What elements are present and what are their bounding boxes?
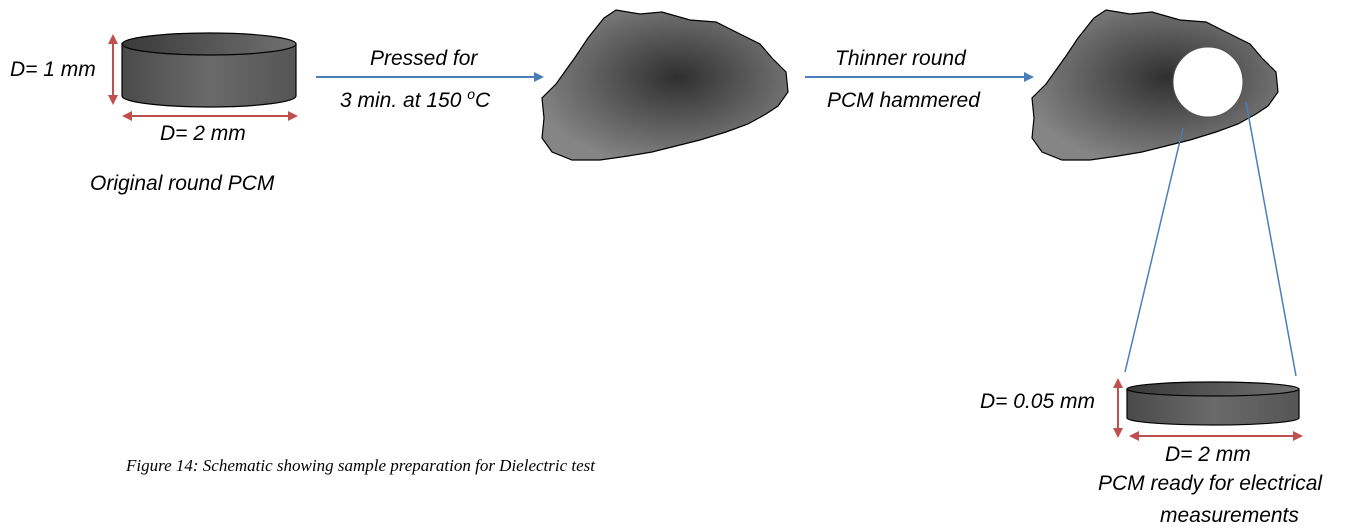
step2-label-line2: PCM hammered bbox=[827, 89, 981, 112]
pressed-pcm-blob bbox=[541, 9, 789, 161]
final-height-label: D= 0.05 mm bbox=[980, 390, 1095, 413]
original-pcm-cylinder bbox=[121, 32, 297, 108]
figure-caption: Figure 14: Schematic showing sample prep… bbox=[125, 456, 596, 475]
leader-line-left bbox=[1124, 127, 1184, 373]
punched-disc-hole bbox=[1172, 46, 1244, 118]
hammered-pcm-blob bbox=[1031, 9, 1279, 161]
final-pcm-disc bbox=[1126, 381, 1300, 426]
step2-label-line1: Thinner round bbox=[835, 47, 967, 70]
original-diameter-label: D= 2 mm bbox=[160, 122, 246, 145]
original-height-label: D= 1 mm bbox=[10, 58, 96, 81]
leader-line-right bbox=[1245, 101, 1297, 377]
original-caption: Original round PCM bbox=[90, 172, 275, 195]
step1-label-line1: Pressed for bbox=[370, 47, 478, 70]
step1-label-line2: 3 min. at 150 oC bbox=[340, 86, 491, 112]
final-caption-line1: PCM ready for electrical bbox=[1098, 472, 1323, 495]
final-caption-line2: measurements bbox=[1160, 504, 1299, 527]
final-diameter-label: D= 2 mm bbox=[1165, 443, 1251, 466]
